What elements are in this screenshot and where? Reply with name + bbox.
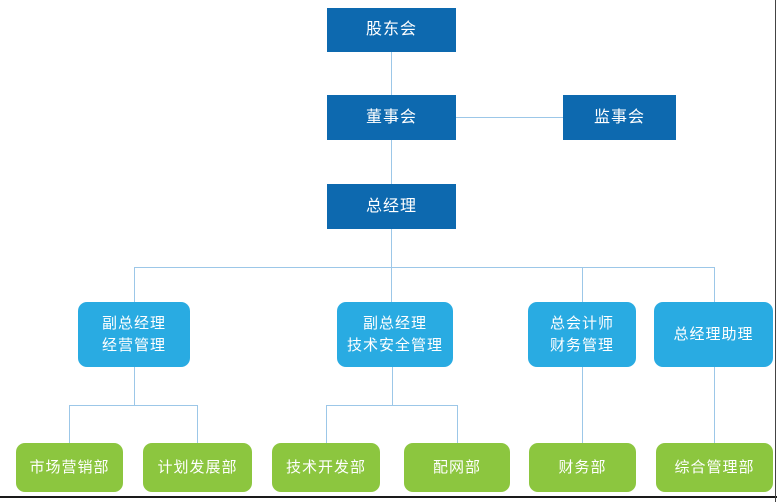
node-label-line1: 副总经理	[101, 314, 166, 332]
node-label-line1: 副总经理	[362, 314, 427, 332]
node-supervisory: 监事会	[563, 95, 676, 140]
node-tech-dev-dept: 技术开发部	[272, 443, 380, 492]
connector-to-finance	[582, 367, 583, 443]
node-marketing-dept: 市场营销部	[16, 443, 123, 492]
node-label-line2: 技术安全管理	[346, 336, 443, 354]
connector-to-planning	[197, 405, 198, 443]
node-general-manager: 总经理	[327, 184, 456, 229]
node-label-line2: 经营管理	[101, 336, 166, 354]
connector-gm-bus	[391, 229, 392, 302]
connector-board-gm	[391, 140, 392, 184]
connector-board-supervisory	[456, 117, 563, 118]
connector-shareholders-board	[391, 52, 392, 95]
connector-to-general-admin	[714, 367, 715, 443]
connector-ops-sub-bus	[69, 405, 198, 406]
connector-to-marketing	[69, 405, 70, 443]
node-chief-accountant: 总会计师 财务管理	[528, 302, 636, 367]
node-deputy-gm-tech-safety: 副总经理 技术安全管理	[337, 302, 453, 367]
node-general-admin-dept: 综合管理部	[656, 443, 773, 492]
connector-level4-bus	[134, 267, 715, 268]
connector-deputy-tech-down	[392, 367, 393, 405]
node-deputy-gm-operations: 副总经理 经营管理	[78, 302, 190, 367]
node-gm-assistant: 总经理助理	[654, 302, 773, 367]
node-label-line1: 总会计师	[549, 314, 614, 332]
connector-to-grid	[457, 405, 458, 443]
connector-to-tech-dev	[326, 405, 327, 443]
connector-bus-chief-accountant	[582, 267, 583, 302]
right-edge-line	[775, 0, 776, 502]
connector-bus-gm-assistant	[714, 267, 715, 302]
node-board: 董事会	[327, 95, 456, 140]
node-finance-dept: 财务部	[529, 443, 636, 492]
bottom-edge-line	[0, 496, 777, 498]
connector-bus-deputy-ops	[134, 267, 135, 302]
node-grid-dept: 配网部	[404, 443, 510, 492]
node-shareholders: 股东会	[327, 8, 456, 52]
connector-tech-sub-bus	[326, 405, 457, 406]
connector-deputy-ops-down	[134, 367, 135, 405]
node-label-line2: 财务管理	[549, 336, 614, 354]
node-planning-dev-dept: 计划发展部	[143, 443, 252, 492]
